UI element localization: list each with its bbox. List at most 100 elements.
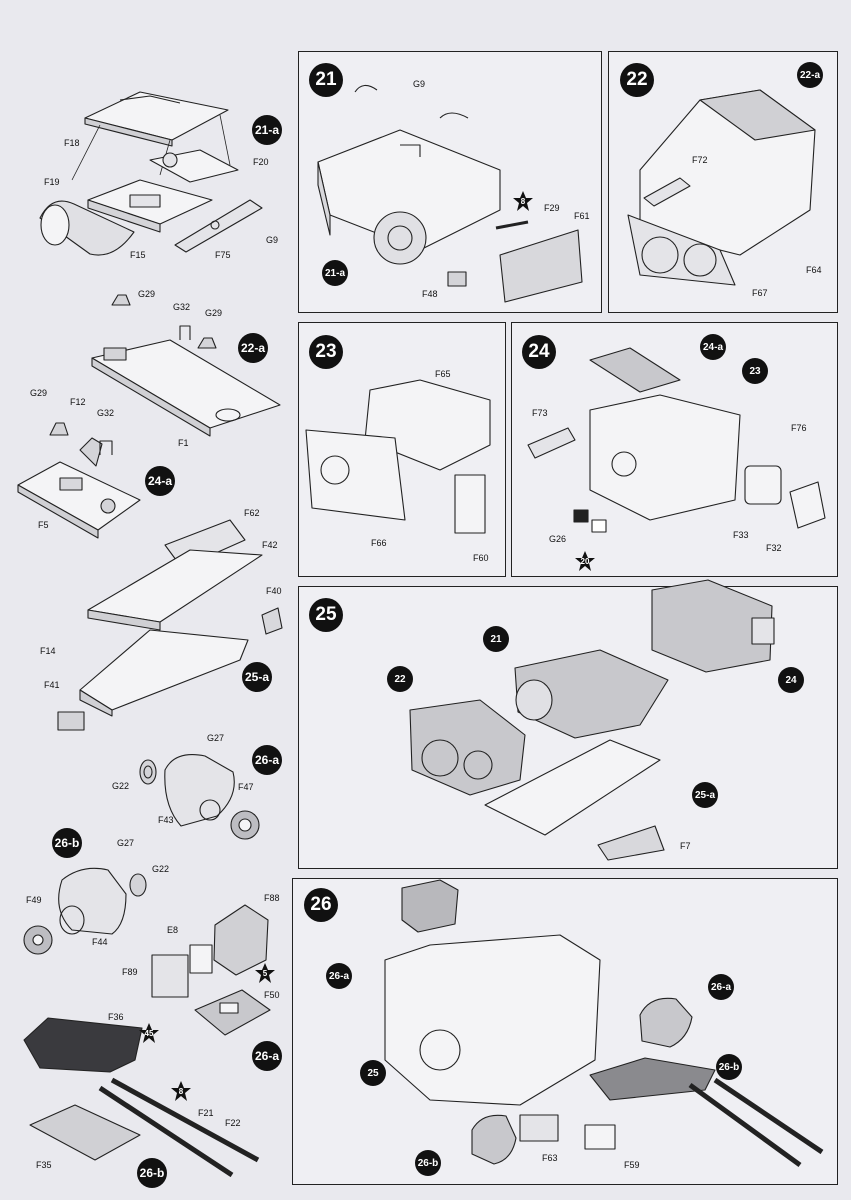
label-f19: F19: [44, 177, 60, 187]
assembly-24-box: [589, 347, 741, 521]
part-f89: [151, 954, 189, 998]
part-f49-sprocket: [23, 925, 53, 955]
part-f32-lid: [789, 481, 826, 529]
label-g26: G26: [549, 534, 567, 544]
ref-21-badge: 21: [483, 626, 509, 652]
marker-20-star: 20: [574, 550, 596, 572]
sub-26a-badge: 26-a: [252, 745, 282, 775]
part-g29-a: [111, 294, 131, 306]
label-f14: F14: [40, 646, 56, 656]
label-f62: F62: [244, 508, 260, 518]
label-f5: F5: [38, 520, 49, 530]
ref-26b-badge-right: 26-b: [716, 1054, 742, 1080]
part-f36-track-dark: [23, 1017, 143, 1073]
step-26-badge: 26: [304, 888, 338, 922]
label-f12: F12: [70, 397, 86, 407]
label-f47: F47: [238, 782, 254, 792]
label-f61: F61: [574, 211, 590, 221]
assembly-22-box: [627, 89, 816, 286]
label-e8: E8: [167, 925, 179, 935]
assembly-25-box-22: [409, 699, 526, 796]
label-f64: F64: [806, 265, 822, 275]
step-21-badge: 21: [309, 63, 343, 97]
part-f72: [643, 177, 691, 207]
label-g9-21: G9: [413, 79, 426, 89]
label-f40: F40: [266, 586, 282, 596]
part-f73: [527, 427, 576, 459]
label-f75: F75: [215, 250, 231, 260]
label-f18: F18: [64, 138, 80, 148]
step-25-badge: 25: [309, 598, 343, 632]
ref-24a-badge: 24-a: [700, 334, 726, 360]
part-g26: [573, 509, 607, 533]
marker-45-label: 45: [144, 1028, 154, 1038]
part-f22-rod: [110, 1077, 260, 1163]
ref-22-badge: 22: [387, 666, 413, 692]
part-g22-wheel-b: [129, 873, 147, 897]
part-f1-deck: [91, 339, 281, 437]
label-f66: F66: [371, 538, 387, 548]
part-f48: [447, 271, 467, 287]
part-turret-26: [401, 879, 459, 933]
marker-45-star: 45: [138, 1022, 160, 1044]
label-f59: F59: [624, 1160, 640, 1170]
part-f59: [584, 1124, 616, 1150]
marker-8-label-2: 8: [178, 1086, 184, 1096]
part-f43-housing: [164, 754, 235, 827]
assembly-25-hull-21: [514, 649, 669, 739]
marker-8-label: 8: [520, 196, 526, 206]
part-g32-a: [179, 325, 191, 340]
label-f60: F60: [473, 553, 489, 563]
label-g27-a: G27: [207, 733, 225, 743]
label-f42: F42: [262, 540, 278, 550]
step-24-badge: 24: [522, 335, 556, 369]
part-f61-panel: [499, 229, 583, 303]
label-g32-b: G32: [97, 408, 115, 418]
assembly-23-box: [305, 379, 491, 521]
part-f41: [57, 711, 85, 731]
label-g9-left: G9: [266, 235, 279, 245]
label-f48: F48: [422, 289, 438, 299]
assembly-21-hull: [317, 84, 501, 265]
part-f21-rod: [98, 1085, 234, 1178]
label-f22: F22: [225, 1118, 241, 1128]
label-f73: F73: [532, 408, 548, 418]
part-f29-pin: [495, 220, 529, 230]
label-f41: F41: [44, 680, 60, 690]
part-f50-base: [194, 989, 271, 1036]
label-g29-c: G29: [30, 388, 48, 398]
part-track-26b: [589, 1057, 824, 1168]
label-g29-b: G29: [205, 308, 223, 318]
part-f12: [79, 437, 103, 467]
ref-26b-badge-bottom: 26-b: [415, 1150, 441, 1176]
ref-22a-badge: 22-a: [797, 62, 823, 88]
assembly-26-hull: [384, 934, 601, 1106]
part-f19-cylinder: [39, 200, 135, 256]
part-g29-c: [49, 422, 69, 436]
part-f35-base: [29, 1104, 141, 1161]
step-22-badge: 22: [620, 63, 654, 97]
marker-8-star-left: 8: [170, 1080, 192, 1102]
sub-21a-badge: 21-a: [252, 115, 282, 145]
label-f43: F43: [158, 815, 174, 825]
part-f18-hatch: [84, 91, 229, 147]
ref-26a-badge-right: 26-a: [708, 974, 734, 1000]
part-f42-top: [87, 549, 263, 631]
label-f89: F89: [122, 967, 138, 977]
label-g29-a: G29: [138, 289, 156, 299]
part-f14-hull: [79, 629, 249, 717]
sub-26b-badge: 26-b: [52, 828, 82, 858]
part-f75-rail: [174, 199, 263, 253]
part-f20-plate: [149, 149, 239, 183]
label-f32: F32: [766, 543, 782, 553]
label-g32-a: G32: [173, 302, 191, 312]
label-f76: F76: [791, 423, 807, 433]
part-f44-housing: [58, 867, 127, 935]
part-f5-roof: [17, 461, 141, 539]
label-f29: F29: [544, 203, 560, 213]
ref-24-badge: 24: [778, 667, 804, 693]
label-g22-a: G22: [112, 781, 130, 791]
sub-24a-badge: 24-a: [145, 466, 175, 496]
